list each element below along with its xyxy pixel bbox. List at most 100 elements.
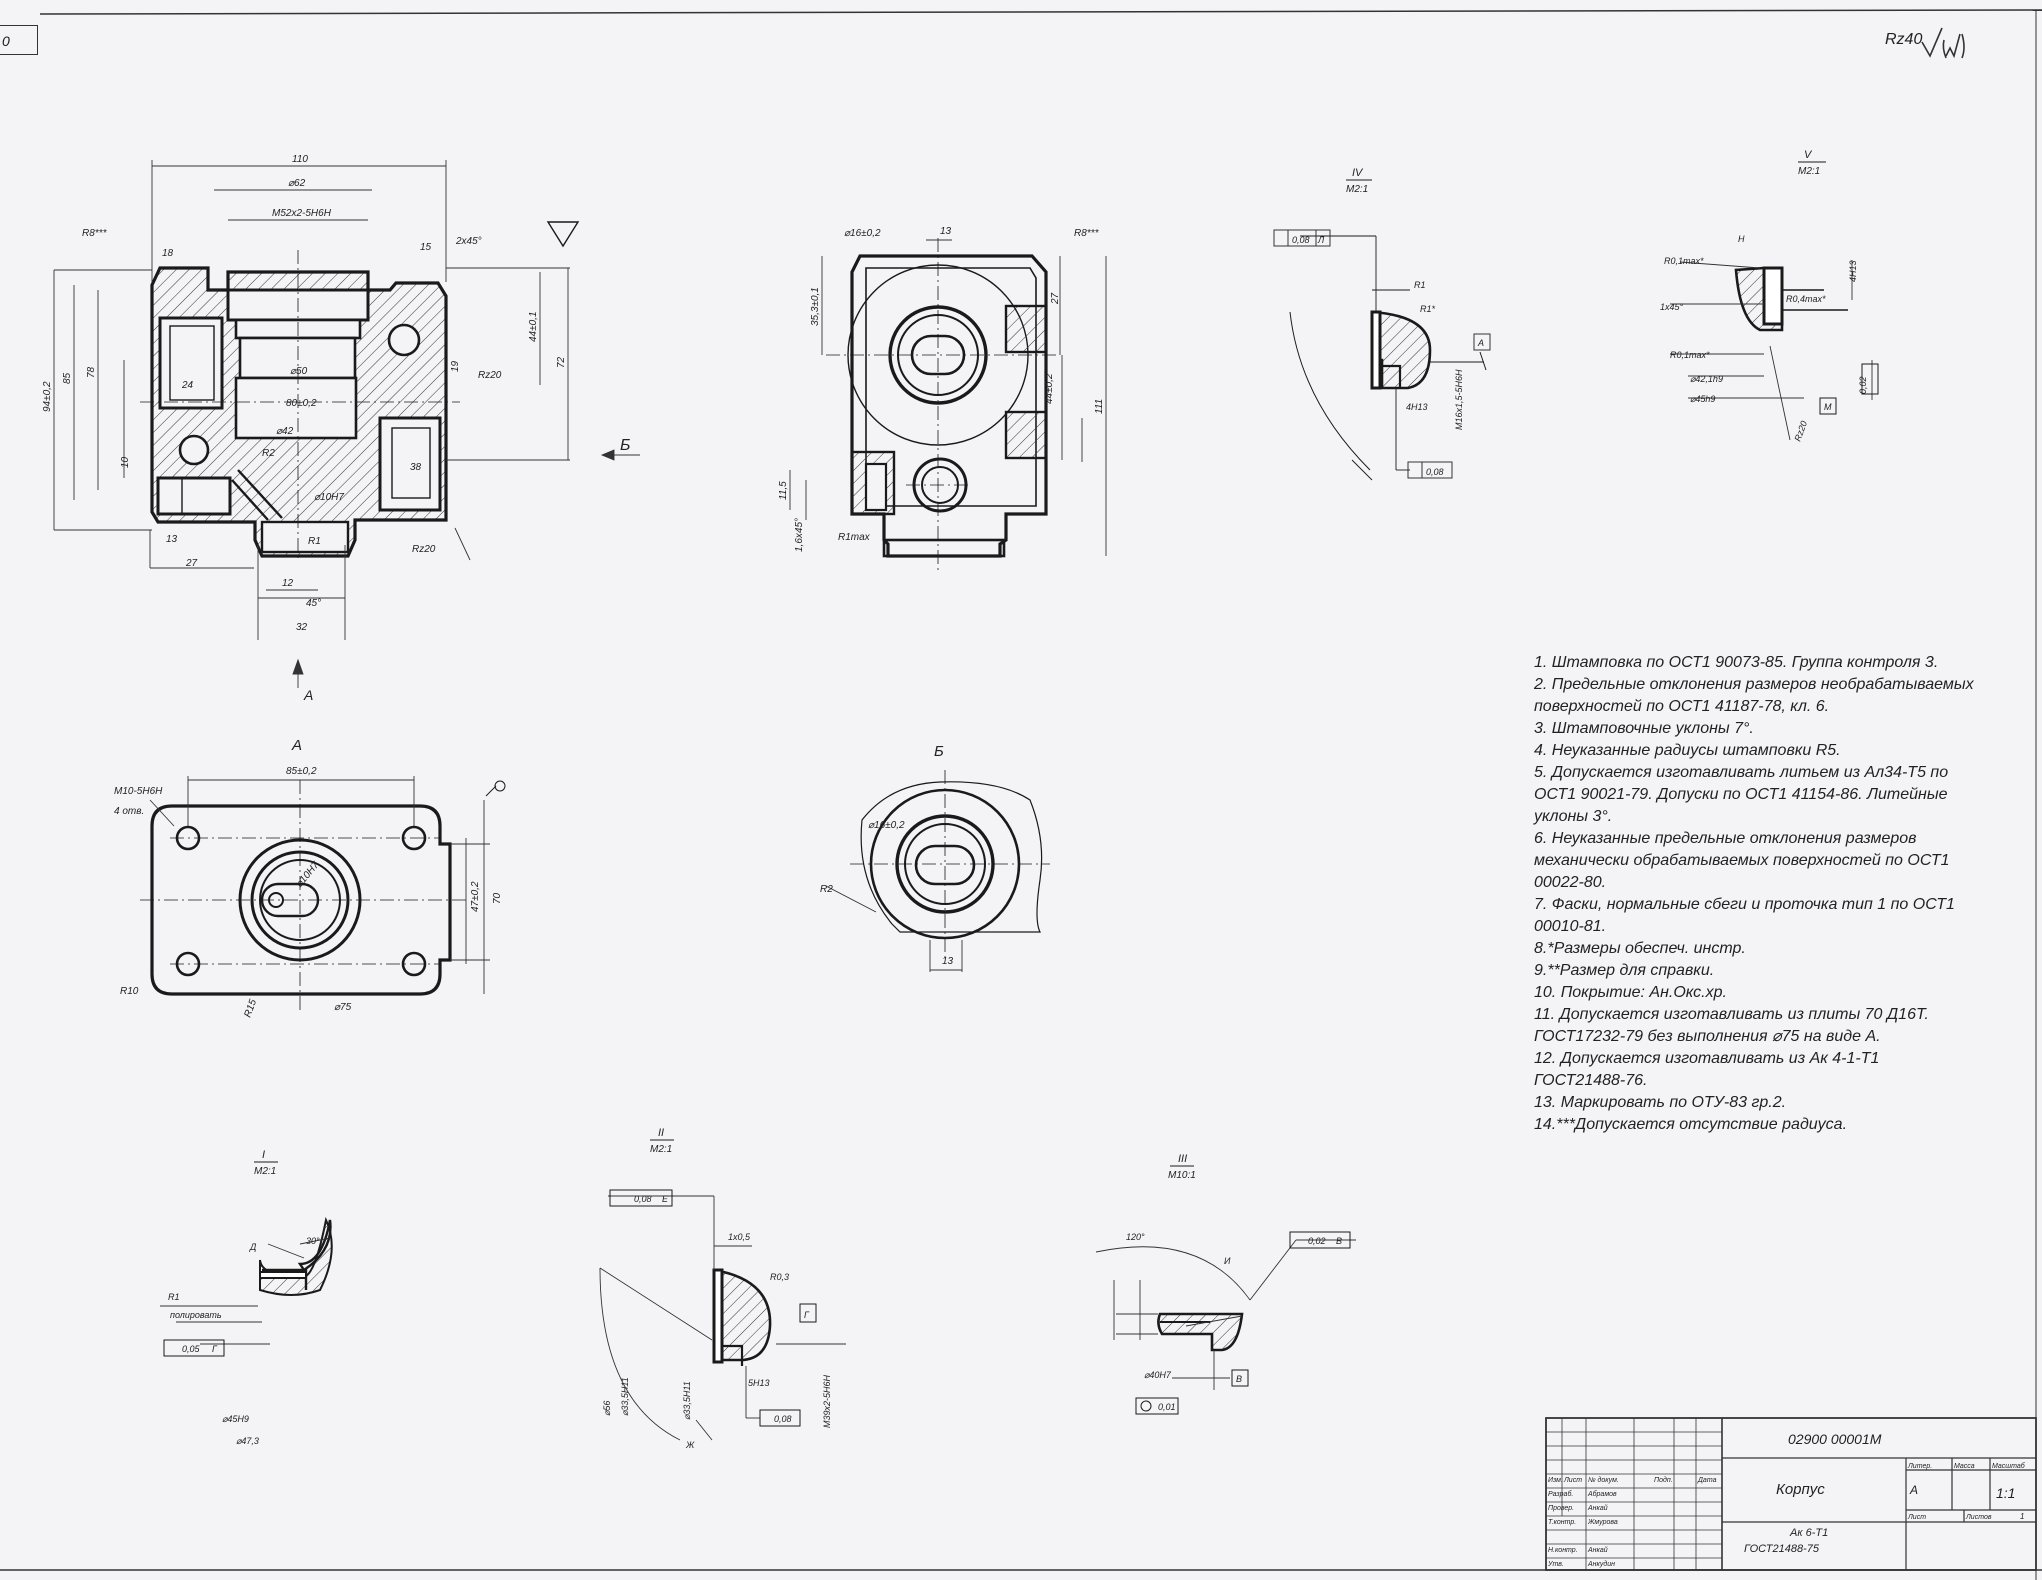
- svg-text:35,3±0,1: 35,3±0,1: [810, 287, 821, 326]
- detail-iv: IV М2:1: [1289, 167, 1487, 481]
- svg-text:4H13: 4H13: [1848, 260, 1858, 282]
- svg-text:Провер.: Провер.: [1548, 1505, 1574, 1512]
- svg-text:R1: R1: [168, 1292, 180, 1302]
- svg-text:110: 110: [292, 154, 308, 165]
- main-view-dim-labels: 110 ⌀62 M52x2-5H6H 18 15 R8*** 2x45° 94±…: [42, 154, 630, 703]
- svg-text:30°: 30°: [306, 1236, 320, 1246]
- svg-text:4H13: 4H13: [1406, 402, 1428, 412]
- svg-text:Дата: Дата: [1697, 1477, 1717, 1484]
- svg-text:И: И: [1224, 1256, 1231, 1266]
- svg-text:В: В: [1236, 1374, 1242, 1384]
- side-view-dimensions: [789, 239, 1107, 556]
- svg-text:94±0,2: 94±0,2: [42, 381, 53, 412]
- section-b-labels: ⌀16±0,2 R2 13: [820, 820, 954, 967]
- note-line: 1. Штамповка по ОСТ1 90073-85. Группа ко…: [1534, 654, 1939, 671]
- svg-text:27: 27: [1050, 292, 1061, 305]
- main-view-dimensions: [53, 160, 640, 688]
- note-line: ОСТ1 90021-79. Допуски по ОСТ1 41154-86.…: [1534, 786, 1948, 803]
- svg-text:R1*: R1*: [1420, 304, 1436, 314]
- note-line: 10. Покрытие: Ан.Окс.хр.: [1534, 984, 1727, 1001]
- svg-text:⌀50: ⌀50: [290, 366, 308, 377]
- svg-text:24: 24: [181, 380, 194, 391]
- svg-text:0,08: 0,08: [774, 1414, 792, 1424]
- svg-text:Абрамов: Абрамов: [1587, 1490, 1617, 1498]
- scale-value: 1:1: [1996, 1485, 2015, 1501]
- svg-text:R8***: R8***: [82, 228, 108, 239]
- svg-text:Rz20: Rz20: [412, 544, 436, 555]
- svg-text:2x45°: 2x45°: [455, 236, 482, 247]
- svg-text:R10: R10: [120, 986, 139, 997]
- svg-text:1x0,5: 1x0,5: [728, 1232, 751, 1242]
- part-name: Корпус: [1776, 1481, 1825, 1498]
- svg-text:⌀45H9: ⌀45H9: [222, 1414, 249, 1424]
- svg-text:0,01: 0,01: [1158, 1402, 1176, 1412]
- svg-text:М2:1: М2:1: [1798, 166, 1820, 177]
- note-line: 00022-80.: [1534, 874, 1607, 891]
- view-a-dim-labels: 85±0,2 M10-5H6H 4 отв. 47±0,2 70 R10 R15…: [114, 766, 503, 1019]
- note-line: 11. Допускается изготавливать из плиты 7…: [1534, 1006, 1929, 1023]
- svg-text:полировать: полировать: [170, 1310, 222, 1320]
- title-block-text: 02900 00001М Корпус Ак 6-Т1 ГОСТ21488-75…: [1547, 1431, 2026, 1568]
- main-section-view: [140, 221, 580, 560]
- svg-text:V: V: [1804, 149, 1813, 161]
- svg-text:Анкай: Анкай: [1587, 1546, 1608, 1554]
- svg-text:120°: 120°: [1126, 1232, 1145, 1242]
- svg-text:I: I: [262, 1149, 265, 1161]
- svg-text:⌀42: ⌀42: [276, 426, 294, 437]
- svg-text:Лист: Лист: [1563, 1477, 1582, 1484]
- svg-text:⌀16±0,2: ⌀16±0,2: [868, 820, 905, 831]
- svg-text:⌀75: ⌀75: [334, 1002, 352, 1013]
- detail-iv-tol: [1273, 229, 1491, 479]
- svg-text:Разраб.: Разраб.: [1548, 1490, 1573, 1498]
- detail-v: V М2:1: [1670, 149, 1879, 441]
- note-line: 6. Неуказанные предельные отклонения раз…: [1534, 830, 1917, 847]
- svg-text:0,02: 0,02: [1308, 1236, 1326, 1246]
- svg-text:44±0,1: 44±0,1: [528, 311, 539, 342]
- svg-text:Д: Д: [249, 1242, 257, 1252]
- detail-iv-labels: 0,08 Л 0,08 А R1 R1* 4H13 M16x1,5-5H6H: [1292, 235, 1484, 477]
- svg-text:М2:1: М2:1: [650, 1144, 672, 1155]
- detail-ii: II М2:1: [599, 1127, 846, 1441]
- note-line: 7. Фаски, нормальные сбеги и проточка ти…: [1534, 896, 1955, 913]
- svg-text:Утв.: Утв.: [1547, 1561, 1564, 1568]
- svg-text:Подп.: Подп.: [1654, 1476, 1673, 1484]
- svg-text:0,08: 0,08: [634, 1194, 652, 1204]
- svg-text:Масштаб: Масштаб: [1992, 1462, 2026, 1470]
- view-a-title: А: [291, 737, 302, 754]
- note-line: 9.**Размер для справки.: [1534, 962, 1715, 979]
- svg-text:А: А: [1477, 338, 1484, 348]
- svg-text:Н.контр.: Н.контр.: [1548, 1547, 1578, 1554]
- svg-text:0,08: 0,08: [1426, 467, 1444, 477]
- view-a: А: [140, 737, 506, 1010]
- svg-text:Литер.: Литер.: [1907, 1463, 1932, 1470]
- svg-text:0,08: 0,08: [1292, 235, 1310, 245]
- svg-text:0,02: 0,02: [1858, 376, 1868, 394]
- svg-text:R1max: R1max: [838, 532, 871, 543]
- svg-text:М2:1: М2:1: [254, 1166, 276, 1177]
- title-block: [1545, 1417, 2037, 1571]
- note-line: 14.***Допускается отсутствие радиуса.: [1534, 1116, 1848, 1133]
- svg-text:111: 111: [1094, 399, 1105, 414]
- designation: 02900 00001М: [1788, 1431, 1882, 1447]
- svg-text:80±0,2: 80±0,2: [286, 398, 317, 409]
- svg-text:⌀42,1h9: ⌀42,1h9: [1690, 374, 1723, 384]
- svg-text:47±0,2: 47±0,2: [470, 881, 481, 912]
- view-arrow-a: А: [303, 687, 313, 703]
- svg-text:III: III: [1178, 1153, 1187, 1165]
- roughness-label: Rz40: [1885, 31, 1922, 48]
- svg-text:Ж: Ж: [685, 1440, 695, 1450]
- svg-text:85: 85: [62, 372, 73, 384]
- svg-text:M10-5H6H: M10-5H6H: [114, 786, 163, 797]
- svg-text:38: 38: [410, 462, 422, 473]
- note-line: 00010-81.: [1534, 918, 1607, 935]
- side-view: [826, 238, 1060, 570]
- note-line: уклоны 3°.: [1534, 808, 1613, 825]
- svg-text:44±0,2: 44±0,2: [1044, 373, 1055, 404]
- svg-text:Rz20: Rz20: [1792, 420, 1809, 443]
- roughness-mark: Rz40: [1885, 27, 1965, 59]
- detail-i: I М2:1: [160, 1149, 333, 1357]
- svg-text:IV: IV: [1352, 167, 1364, 179]
- svg-text:R1: R1: [1414, 280, 1426, 290]
- detail-i-labels: R1 полировать 0,05 Г ⌀45H9 ⌀47,3 Д 30°: [168, 1236, 320, 1446]
